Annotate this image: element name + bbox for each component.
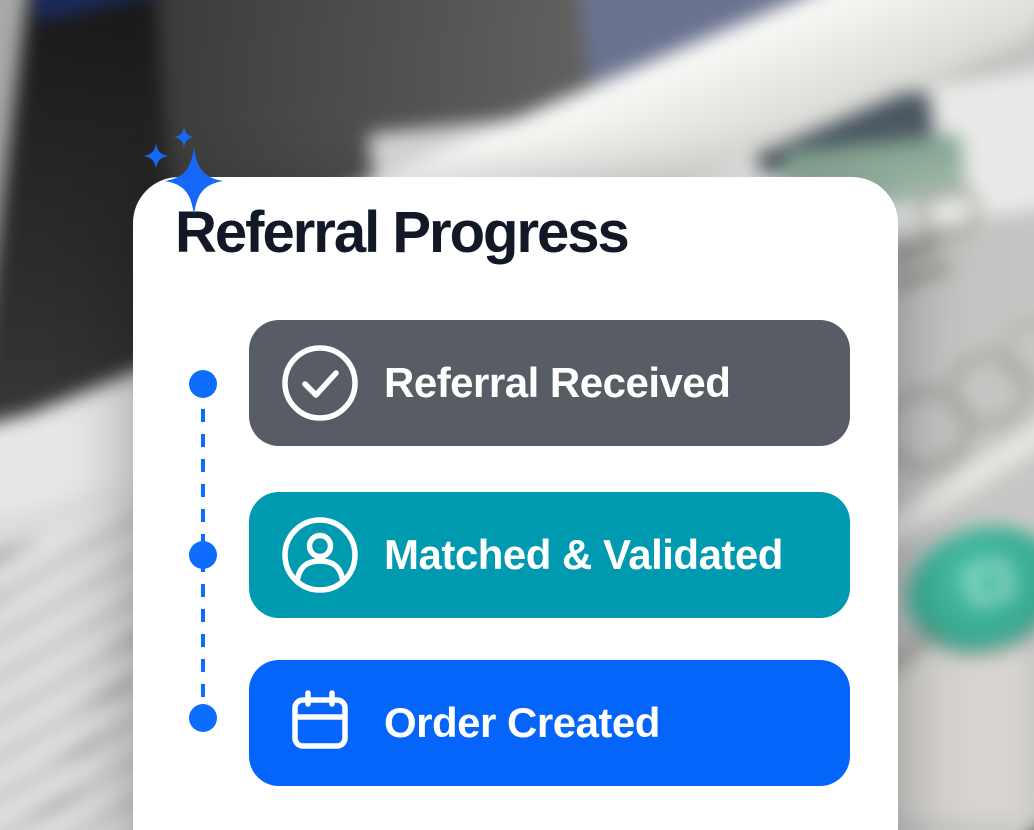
referral-progress-card: Referral Progress Referral Received Matc… <box>133 177 898 830</box>
step-label: Referral Received <box>384 359 731 406</box>
check-circle-icon <box>282 345 358 421</box>
timeline-dot-1 <box>189 370 217 398</box>
calendar-icon <box>292 690 348 749</box>
timeline-dot-2 <box>189 541 217 569</box>
page-title: Referral Progress <box>175 200 630 265</box>
user-circle-icon <box>282 517 358 593</box>
timeline-dot-3 <box>189 704 217 732</box>
step-order-created[interactable]: Order Created <box>249 660 850 786</box>
step-matched-validated[interactable]: Matched & Validated <box>249 492 850 618</box>
step-referral-received[interactable]: Referral Received <box>249 320 850 446</box>
sparkles-icon <box>138 112 250 224</box>
step-label: Matched & Validated <box>384 531 783 578</box>
step-label: Order Created <box>384 699 660 746</box>
